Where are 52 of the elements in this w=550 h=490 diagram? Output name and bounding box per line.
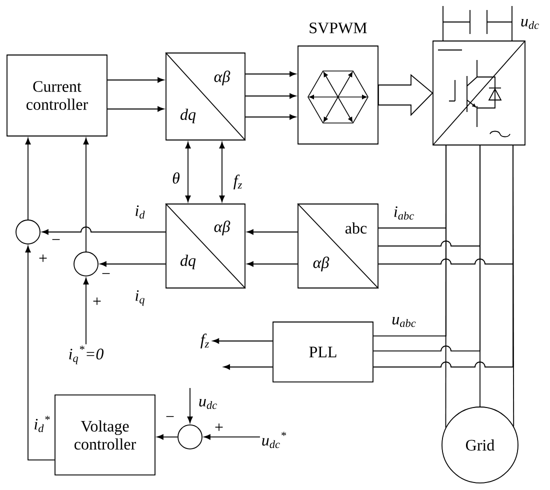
sign-label: − [102, 273, 110, 274]
arrow [219, 142, 225, 202]
arrow [107, 77, 164, 83]
signal-label: f$_{z}$ [200, 334, 209, 348]
arrow [185, 142, 191, 202]
edge-label: i$_{abc}$ [394, 206, 414, 220]
arrow [212, 338, 273, 344]
arrow [204, 434, 260, 440]
sign-label: + [93, 297, 101, 305]
arrow [246, 229, 298, 235]
transform-block: αβ dq [165, 52, 246, 141]
arrow [25, 246, 55, 460]
arrow [100, 261, 166, 267]
transform-block: αβ dq [165, 203, 246, 289]
arrow [25, 138, 31, 220]
connector-line [373, 145, 446, 336]
edge-label: θ [172, 172, 180, 184]
arrow [187, 388, 193, 424]
arrow [107, 106, 164, 112]
connector-line [373, 145, 480, 352]
summing-junction [16, 220, 40, 244]
inverter-drawing [432, 40, 526, 146]
arrow [83, 278, 89, 345]
summing-junction [74, 252, 98, 276]
arrow [245, 114, 296, 120]
edge-label: u$_{abc}$ [392, 316, 416, 327]
block-arrow [378, 74, 434, 116]
edge-label: i$_{q}$ [136, 290, 144, 306]
arrow [246, 261, 298, 267]
edge-label: f$_{z}$ [234, 174, 242, 190]
arrow [245, 71, 296, 77]
arrow [42, 226, 166, 235]
block-box: Current controller [6, 54, 108, 136]
edge-label: u$_{dc}$ [199, 398, 217, 409]
sign-label: + [215, 423, 223, 431]
transform-block: abc αβ [297, 203, 379, 289]
arrow [223, 364, 273, 370]
block-box: Voltage controller [54, 394, 156, 476]
signal-label: u$_{dc}$* [262, 432, 286, 448]
sign-label: − [52, 239, 60, 240]
arrow [156, 434, 178, 440]
svpwm-block: SVPWM [298, 22, 378, 144]
signal-label: u$_{dc}$ [521, 18, 539, 30]
arrow [245, 93, 296, 99]
sign-label: − [166, 416, 174, 417]
edge-label: i$_{d}$ [136, 205, 145, 219]
summing-junction [178, 424, 202, 450]
arrow [83, 138, 89, 252]
block-box: PLL [272, 322, 374, 382]
edge-label: i$_{d}$* [34, 416, 50, 432]
sign-label: + [39, 254, 47, 262]
signal-label: i$_{q}$$^{*}$=0 [69, 346, 104, 364]
